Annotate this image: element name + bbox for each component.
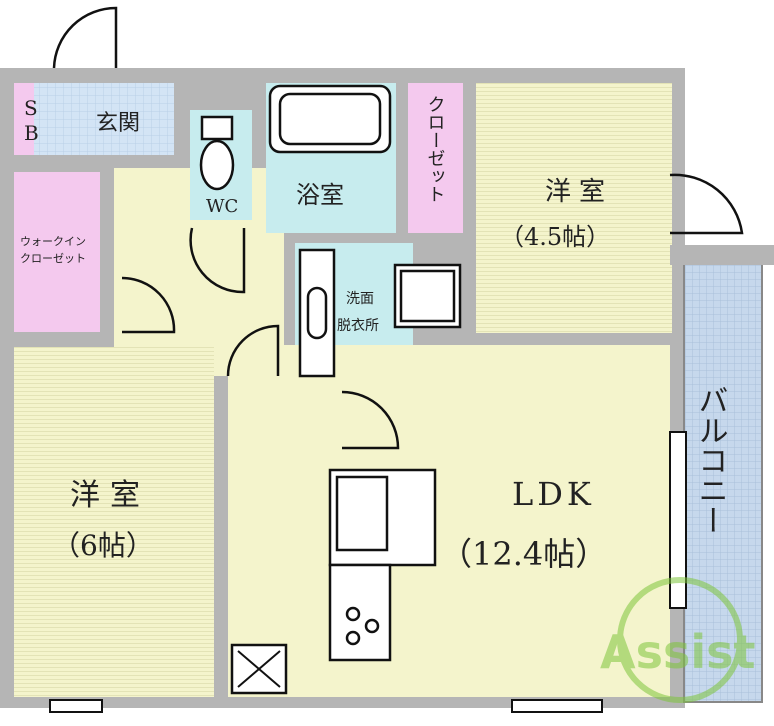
balcony-label: バルコニー <box>693 385 728 535</box>
walkin-line1: ウォークイン <box>20 235 86 248</box>
western-6-size: （6帖） <box>52 529 154 562</box>
genkan-floor <box>14 83 174 155</box>
ldk-size: （12.4帖） <box>440 535 607 573</box>
washroom-line1: 洗面 <box>346 291 374 307</box>
ldk-name: LDK <box>512 475 595 513</box>
western-room-6-floor <box>14 347 214 697</box>
sb-label-s: S <box>24 96 38 120</box>
western-45-size: （4.5帖） <box>500 223 610 251</box>
bath-label: 浴室 <box>296 181 344 209</box>
balcony-window <box>669 431 687 609</box>
walkin-closet-floor <box>14 172 100 332</box>
genkan-label: 玄関 <box>96 111 140 136</box>
walkin-line2: クローゼット <box>20 252 86 265</box>
sb-label-b: B <box>24 121 39 145</box>
wc-door[interactable] <box>189 227 246 294</box>
washroom-line2: 脱衣所 <box>337 318 379 334</box>
window-south-right <box>511 699 603 713</box>
balcony-door-upper[interactable] <box>669 173 744 235</box>
window-south-left <box>49 699 103 713</box>
western-room-45-floor <box>476 83 672 333</box>
washroom-door[interactable] <box>341 390 400 450</box>
closet-floor <box>408 83 463 233</box>
western-45-name: 洋室 <box>545 177 613 207</box>
western-room-6-door[interactable] <box>121 276 176 334</box>
hallway-door[interactable] <box>226 324 280 377</box>
assist-logo-text: Assist <box>600 625 756 679</box>
toilet <box>200 115 234 141</box>
assist-logo: Assist <box>600 577 756 703</box>
wc-label: WC <box>206 196 238 217</box>
shoe-box <box>14 83 34 155</box>
entrance-door[interactable] <box>52 6 118 69</box>
closet-label: クローゼット <box>425 95 446 203</box>
western-6-name: 洋室 <box>70 478 150 513</box>
